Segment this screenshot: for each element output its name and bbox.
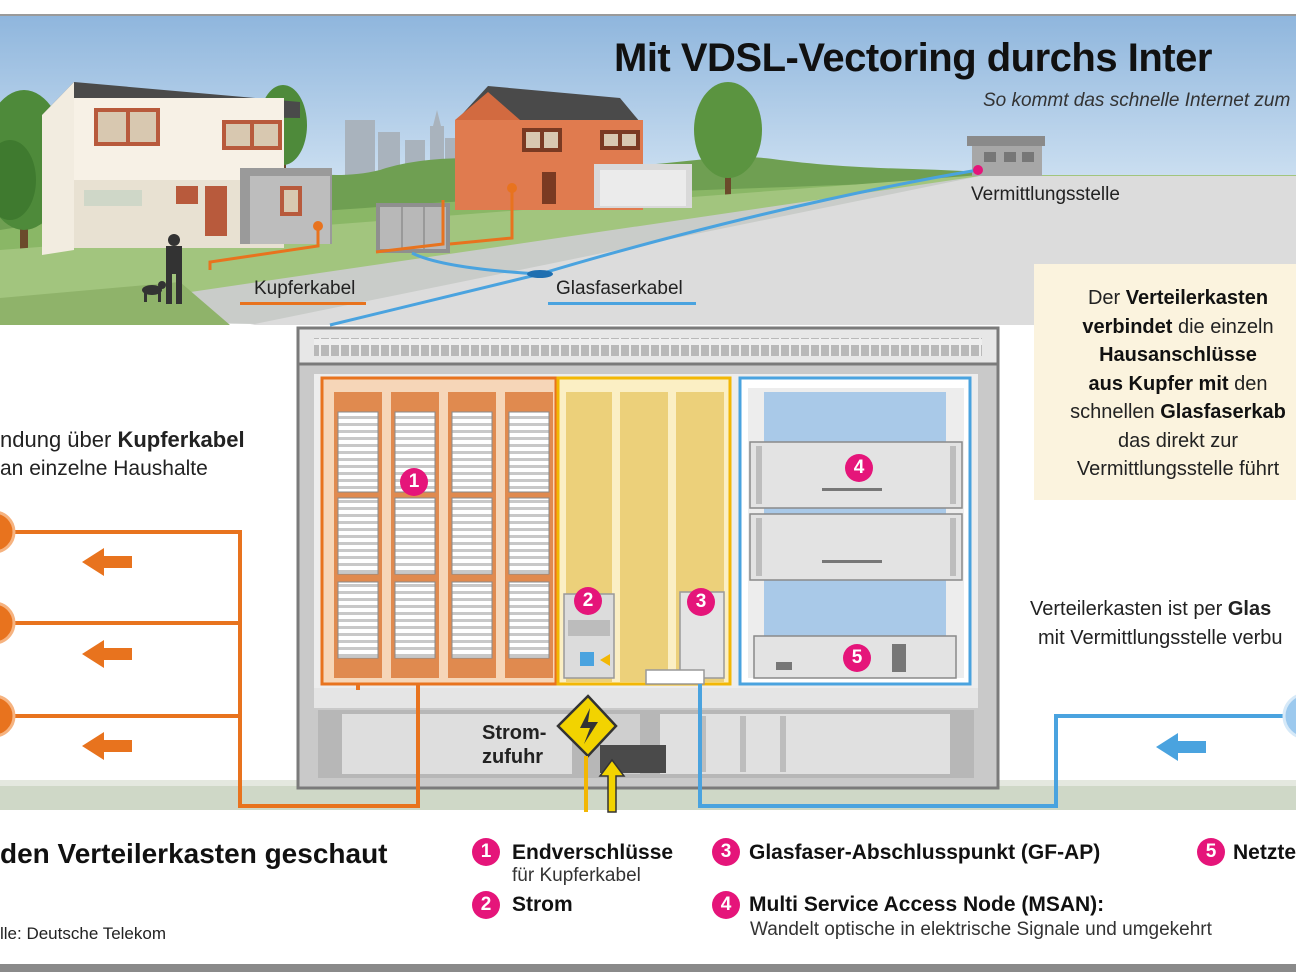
exchange-marker [973,165,983,175]
left-description-line2: an einzelne Haushalte [0,457,208,480]
legend-badge-4: 4 [712,891,740,919]
label-strom-1: Strom- [482,722,547,744]
exchange-building [967,136,1045,176]
badge-5-netzteil: 5 [843,644,871,672]
left-description-line1: ndung über Kupferkabel [0,427,245,453]
house-orange [455,86,692,210]
tree-right [694,82,762,195]
badge-1-endverschluesse: 1 [400,468,428,496]
scene-fiber-cable [411,168,979,276]
scene-copper-cables [208,190,514,270]
info-l2-b: die einzeln [1172,315,1274,338]
legend-item1-title: Endverschlüsse [512,841,674,864]
label-strom-2: zufuhr [482,746,544,768]
section-copper-terminals [320,376,558,686]
label-vermittlungsstelle: Vermittlungsstelle [971,184,1120,205]
right-description-line1: Verteilerkasten ist per Glas [1030,598,1271,621]
legend-item3-title: Glasfaser-Abschlusspunkt (GF-AP) [749,841,1101,864]
house-white [42,82,332,255]
section-msan [738,376,972,686]
badge-2-strom: 2 [574,587,602,615]
info-l5-a: schnellen [1070,401,1161,423]
source-credit: lle: Deutsche Telekom [0,924,166,943]
legend-badge-2: 2 [472,891,500,919]
info-l1-a: Der [1087,287,1126,309]
right-description-line2: mit Vermittlungsstelle verbu [1038,627,1283,649]
legend-item2-title: Strom [512,893,573,916]
right-desc-a: Verteilerkasten ist per [1030,598,1228,620]
left-desc-part-a: ndung über [0,427,118,452]
legend-heading: den Verteilerkasten geschaut [0,838,388,869]
fiber-arrow [1156,733,1206,761]
power-arrow [598,758,626,813]
info-l7: Vermittlungsstelle führt [1076,458,1280,480]
info-l2-a: verbindet [1082,315,1173,338]
section-power-fiber-ap [556,376,732,686]
copper-underline [240,302,366,305]
label-kupferkabel: Kupferkabel [254,278,356,299]
household-nodes [0,511,16,737]
legend-item4-title: Multi Service Access Node (MSAN): [749,893,1105,916]
badge-4-msan: 4 [845,454,873,482]
legend-item1-sub: für Kupferkabel [512,865,641,886]
info-l3: Hausanschlüsse [1099,344,1257,366]
left-desc-part-b: Kupferkabel [117,427,245,452]
legend-badge-5: 5 [1197,838,1225,866]
info-l4-a: aus Kupfer mit [1088,372,1229,395]
legend-badge-1: 1 [472,838,500,866]
badge-3-gf-ap: 3 [687,588,715,616]
legend-item5-title: Netzte [1233,841,1296,864]
info-l5-b: Glasfaserkab [1160,401,1286,423]
label-glasfaserkabel: Glasfaserkabel [556,278,683,299]
fiber-line [698,684,1296,808]
copper-arrows [82,548,132,760]
info-l4-b: den [1228,372,1268,395]
right-desc-b: Glas [1227,598,1272,620]
info-l6: das direkt zur [1117,429,1239,452]
legend-badge-3: 3 [712,838,740,866]
copper-lines [0,530,420,808]
page-title: Mit VDSL-Vectoring durchs Inter [614,36,1212,80]
exchange-node [1282,694,1296,738]
legend-item4-sub: Wandelt optische in elektrische Signale … [750,919,1212,940]
info-box-text: Der Verteilerkasten verbindet die einzel… [1048,284,1296,484]
pedestrian [142,234,182,304]
page-subtitle: So kommt das schnelle Internet zum [983,90,1291,111]
fiber-underline [548,302,696,305]
info-box-right [1034,264,1296,500]
info-l1-b: Verteilerkasten [1125,287,1269,309]
